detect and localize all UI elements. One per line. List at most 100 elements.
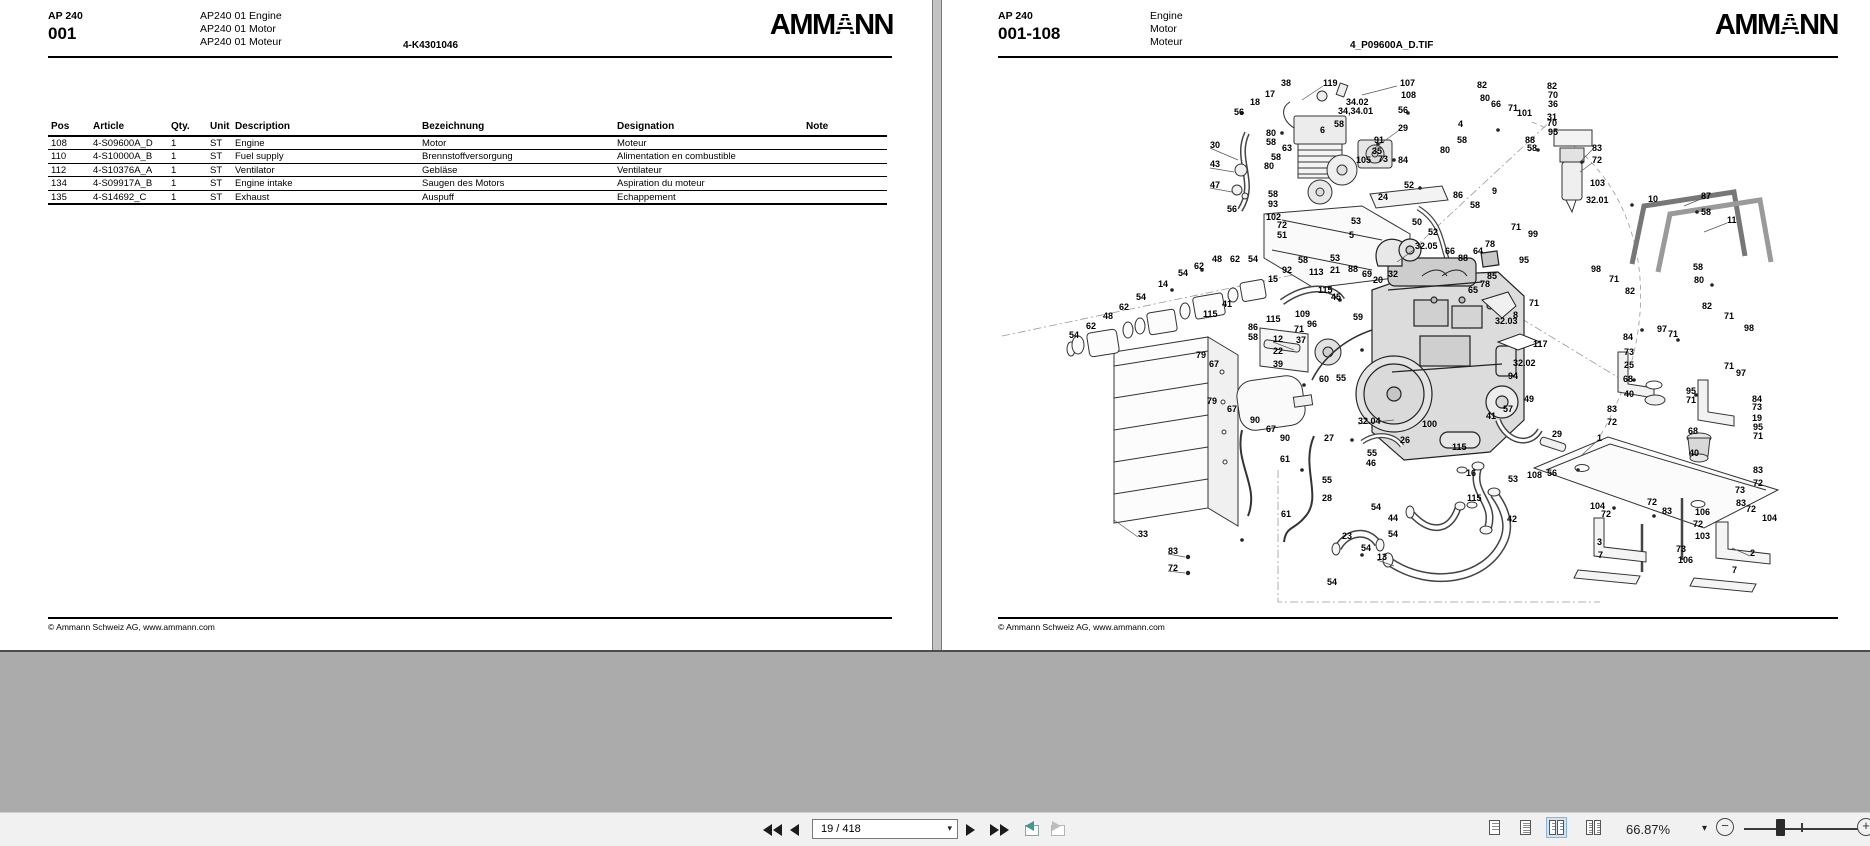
part-number-label: 29	[1398, 123, 1409, 133]
part-number-label: 107	[1400, 78, 1416, 88]
previous-page-button[interactable]	[790, 819, 799, 840]
part-number-label: 58	[1334, 119, 1345, 129]
part-number-label: 58	[1470, 200, 1481, 210]
part-number-label: 71	[1508, 103, 1519, 113]
right-catalog-page-number: 001-108	[998, 24, 1061, 43]
part-number-label: 64	[1473, 246, 1484, 256]
part-number-label: 72	[1601, 509, 1612, 519]
part-number-label: 52	[1428, 227, 1439, 237]
part-number-label: 53	[1508, 474, 1519, 484]
part-number-label: 28	[1322, 493, 1333, 503]
last-page-button[interactable]	[990, 819, 1009, 840]
part-number-label: 71	[1724, 311, 1735, 321]
pages-bottom-edge	[0, 650, 1870, 652]
part-number-label: 83	[1607, 404, 1618, 414]
part-number-label: 66	[1491, 99, 1502, 109]
part-number-label: 103	[1695, 531, 1711, 541]
part-number-label: 95	[1548, 127, 1559, 137]
part-number-label: 115	[1452, 442, 1467, 452]
part-number-label: 80	[1694, 275, 1705, 285]
part-number-label: 58	[1248, 332, 1259, 342]
part-number-label: 58	[1271, 152, 1282, 162]
part-number-label: 7	[1732, 565, 1738, 575]
part-number-label: 8	[1513, 310, 1519, 320]
part-number-label: 51	[1277, 230, 1288, 240]
zoom-out-button[interactable]: −	[1716, 818, 1734, 836]
zoom-slider-handle[interactable]	[1776, 819, 1785, 836]
two-page-icon	[1549, 820, 1564, 835]
part-number-label: 9	[1492, 186, 1498, 196]
part-number-label: 24	[1378, 192, 1389, 202]
part-number-label: 25	[1624, 360, 1635, 370]
next-view-button[interactable]	[1046, 820, 1066, 837]
part-number-label: 54	[1388, 529, 1399, 539]
left-subtitle-line-fr: AP240 01 Moteur	[200, 36, 282, 48]
part-number-label: 62	[1230, 254, 1241, 264]
part-number-label: 101	[1517, 108, 1533, 118]
part-number-label: 54	[1361, 543, 1372, 553]
layout-continuous-button[interactable]	[1520, 820, 1531, 840]
part-number-label: 48	[1212, 254, 1223, 264]
part-number-label: 7	[1598, 550, 1604, 560]
part-number-label: 17	[1265, 89, 1276, 99]
part-number-label: 30	[1210, 140, 1221, 150]
part-number-label: 32.02	[1513, 358, 1536, 368]
part-number-label: 88	[1525, 135, 1536, 145]
part-number-label: 71	[1511, 222, 1522, 232]
part-number-label: 72	[1607, 417, 1618, 427]
page-number-combobox[interactable]: 19 / 418 ▾	[812, 819, 958, 839]
part-number-label: 73	[1752, 402, 1763, 412]
zoom-dropdown-caret-icon[interactable]: ▾	[1702, 823, 1708, 834]
part-number-label: 83	[1592, 143, 1603, 153]
part-number-label: 98	[1591, 264, 1602, 274]
header-rule	[998, 56, 1838, 58]
part-number-label: 54	[1136, 292, 1147, 302]
part-number-label: 59	[1353, 312, 1364, 322]
part-number-label: 73	[1735, 485, 1746, 495]
chevron-down-icon[interactable]: ▾	[947, 823, 952, 833]
part-number-label: 68	[1688, 426, 1699, 436]
right-subtitle: Engine Motor Moteur	[1150, 10, 1183, 49]
next-page-button[interactable]	[966, 819, 975, 840]
layout-two-page-button[interactable]	[1546, 817, 1567, 838]
part-number-label: 72	[1753, 478, 1764, 488]
part-number-label: 35	[1372, 146, 1383, 156]
part-number-label: 82	[1477, 80, 1488, 90]
column-header-article: Article	[93, 121, 125, 132]
previous-view-button[interactable]	[1020, 820, 1040, 837]
part-number-label: 91	[1374, 135, 1385, 145]
part-number-label: 82	[1547, 81, 1558, 91]
column-header-designation: Designation	[617, 121, 675, 132]
first-page-button[interactable]	[763, 819, 782, 840]
copyright-footer: © Ammann Schweiz AG, www.ammann.com	[998, 622, 1165, 632]
part-number-label: 80	[1480, 93, 1491, 103]
part-number-label: 90	[1280, 433, 1291, 443]
part-number-label: 72	[1168, 563, 1179, 573]
single-page-icon	[1489, 820, 1500, 835]
layout-single-page-button[interactable]	[1489, 820, 1500, 840]
continuous-page-icon	[1520, 820, 1531, 835]
part-number-label: 20	[1373, 275, 1384, 285]
part-number-label: 50	[1412, 217, 1423, 227]
part-number-label: 34,34.01	[1338, 106, 1374, 116]
part-number-label: 14	[1158, 279, 1169, 289]
layout-two-page-continuous-button[interactable]	[1586, 820, 1601, 835]
part-number-label: 57	[1503, 404, 1514, 414]
part-number-label: 67	[1227, 404, 1238, 414]
zoom-in-button[interactable]: +	[1857, 818, 1870, 836]
part-number-label: 83	[1753, 465, 1764, 475]
part-number-label: 71	[1724, 361, 1735, 371]
part-number-label: 95	[1753, 422, 1764, 432]
part-number-label: 119	[1323, 78, 1338, 88]
part-number-label: 108	[1527, 470, 1543, 480]
part-number-label: 62	[1194, 261, 1205, 271]
part-number-label: 40	[1689, 448, 1700, 458]
part-number-label: 99	[1528, 229, 1539, 239]
part-number-label: 32.03	[1495, 316, 1518, 326]
part-number-label: 97	[1657, 324, 1668, 334]
